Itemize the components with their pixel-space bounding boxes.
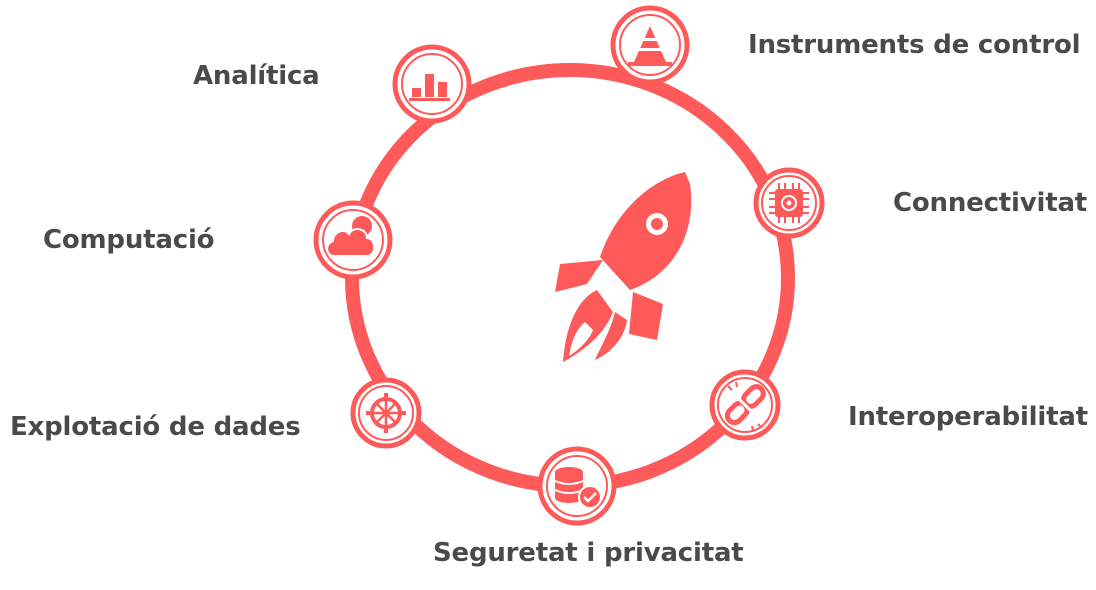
rocket-icon bbox=[555, 172, 692, 362]
chain-link-icon bbox=[724, 384, 766, 426]
label-connectivitat: Connectivitat bbox=[893, 188, 1088, 218]
label-seguretat: Seguretat i privacitat bbox=[433, 538, 744, 568]
chip-icon bbox=[769, 183, 809, 223]
node-interoperabilitat bbox=[709, 369, 781, 441]
label-analitica: Analítica bbox=[193, 61, 320, 91]
node-instruments bbox=[610, 5, 690, 85]
bar-chart-icon bbox=[409, 74, 450, 101]
node-explotacio bbox=[350, 377, 422, 449]
node-analitica bbox=[392, 44, 472, 124]
label-interoperabilitat: Interoperabilitat bbox=[848, 402, 1088, 432]
node-computacio bbox=[313, 200, 393, 280]
node-connectivitat bbox=[753, 167, 825, 239]
label-computacio: Computació bbox=[43, 225, 215, 255]
node-seguretat bbox=[537, 446, 617, 526]
database-check-icon bbox=[554, 467, 602, 509]
label-explotacio: Explotació de dades bbox=[10, 412, 301, 442]
label-instruments: Instruments de control bbox=[748, 30, 1081, 60]
cloud-icon bbox=[326, 216, 376, 257]
traffic-cone-icon bbox=[628, 26, 672, 66]
gear-wheel-icon bbox=[366, 393, 406, 433]
